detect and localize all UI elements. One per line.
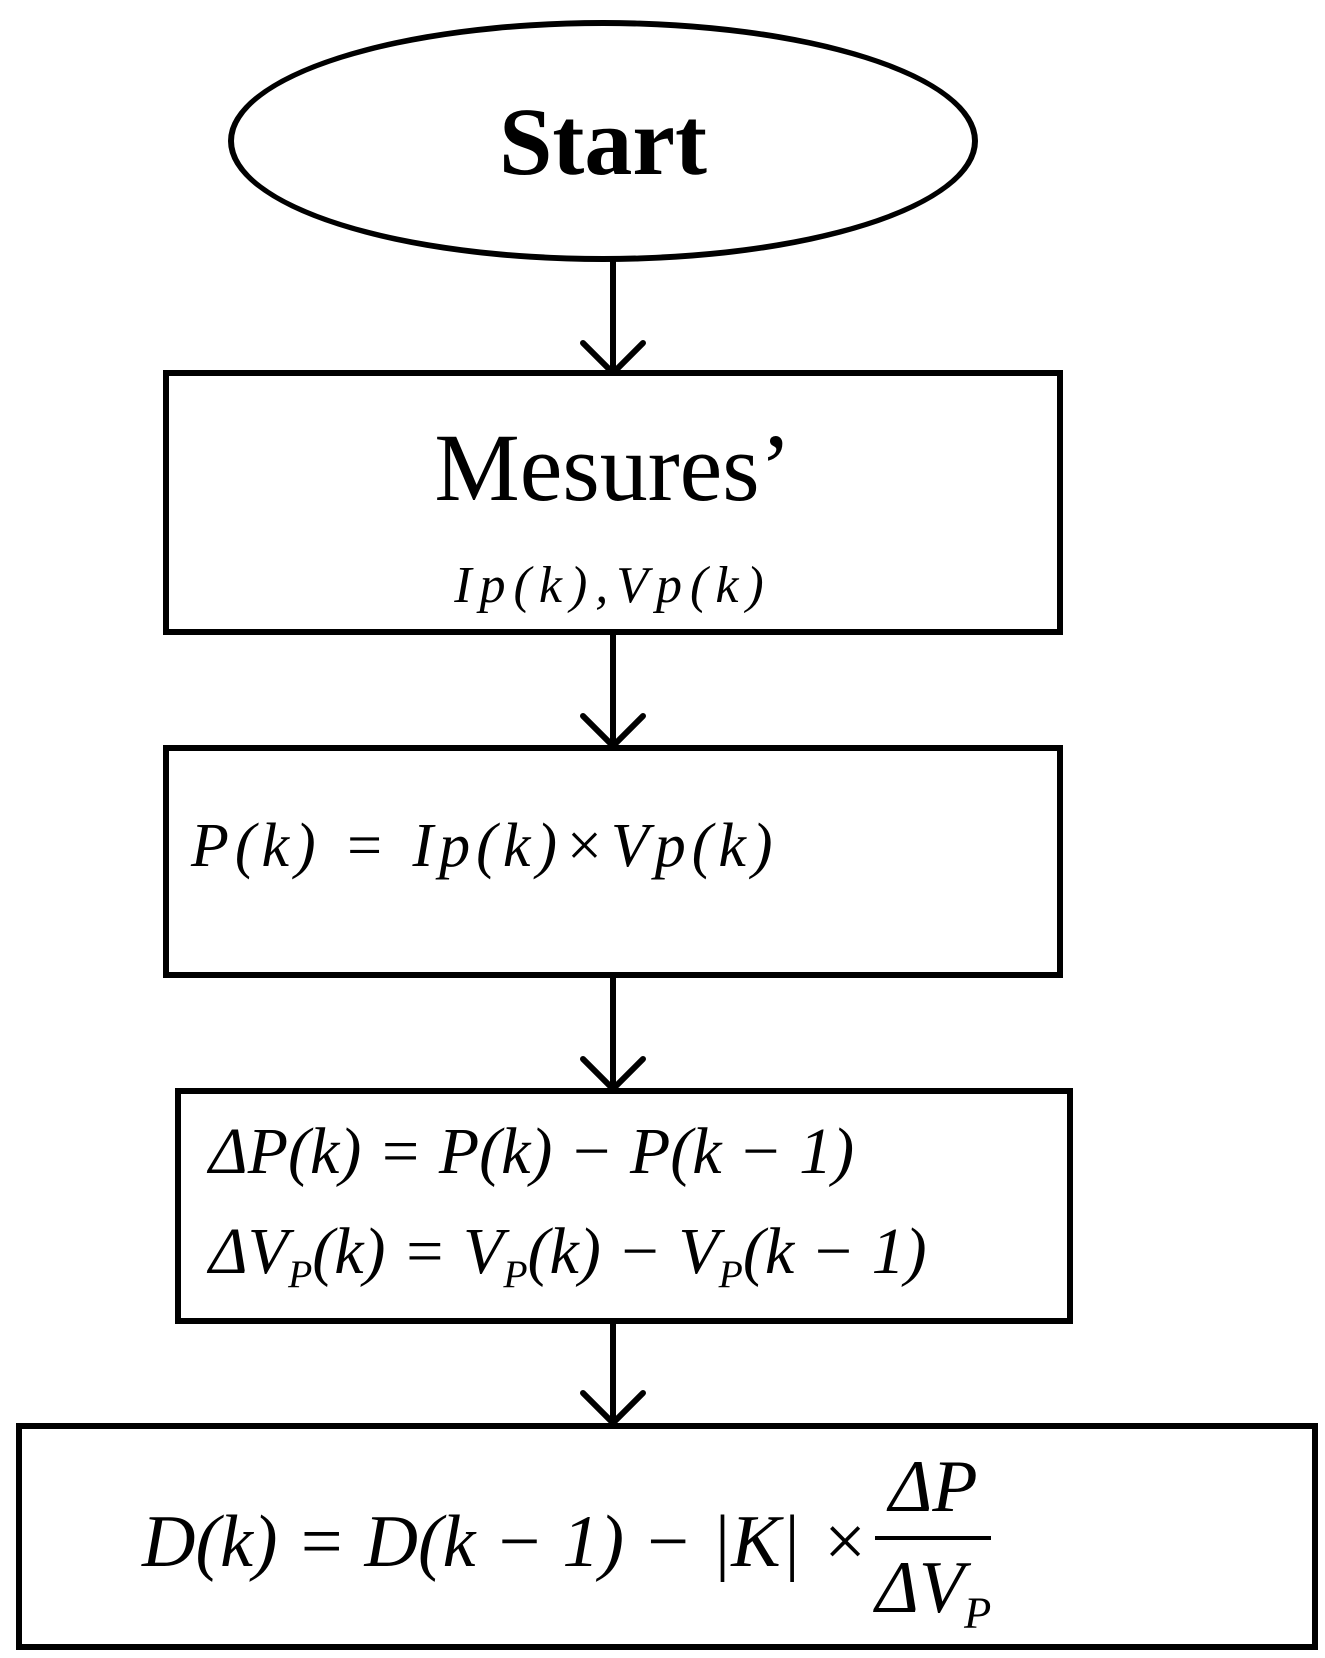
duty-fraction: ΔP ΔVP xyxy=(875,1445,992,1639)
measures-subtitle: Ip(k),Vp(k) xyxy=(454,557,772,614)
delta-v-mid2: (k) − V xyxy=(527,1215,719,1288)
power-equation: P(k) = Ip(k)×Vp(k) xyxy=(191,812,779,880)
delta-v-lhs: ΔV xyxy=(209,1215,289,1288)
duty-numerator: ΔP xyxy=(875,1445,992,1541)
duty-equation: D(k) = D(k − 1) − |K| × ΔP ΔVP xyxy=(142,1445,992,1639)
delta-v-sub-1: P xyxy=(288,1251,313,1296)
duty-lhs: D(k) = D(k − 1) − |K| × xyxy=(142,1500,870,1583)
delta-p-equation: ΔP(k) = P(k) − P(k − 1) xyxy=(209,1115,855,1188)
delta-v-sub-2: P xyxy=(503,1251,528,1296)
duty-denominator: ΔVP xyxy=(875,1540,991,1639)
measures-title: Mesures’ xyxy=(434,414,792,521)
deltas-box: ΔP(k) = P(k) − P(k − 1) ΔVP(k) = VP(k) −… xyxy=(175,1088,1073,1324)
duty-den-sub: P xyxy=(964,1587,992,1638)
duty-box: D(k) = D(k − 1) − |K| × ΔP ΔVP xyxy=(16,1423,1318,1650)
start-node: Start xyxy=(228,20,978,262)
power-box: P(k) = Ip(k)×Vp(k) xyxy=(163,745,1063,978)
delta-v-sub-3: P xyxy=(718,1251,743,1296)
measures-box: Mesures’ Ip(k),Vp(k) xyxy=(163,370,1063,635)
delta-v-end: (k − 1) xyxy=(742,1215,927,1288)
start-label: Start xyxy=(499,87,707,195)
delta-v-equation: ΔVP(k) = VP(k) − VP(k − 1) xyxy=(209,1214,927,1297)
duty-den-main: ΔV xyxy=(875,1547,965,1630)
delta-v-mid1: (k) = V xyxy=(312,1215,504,1288)
